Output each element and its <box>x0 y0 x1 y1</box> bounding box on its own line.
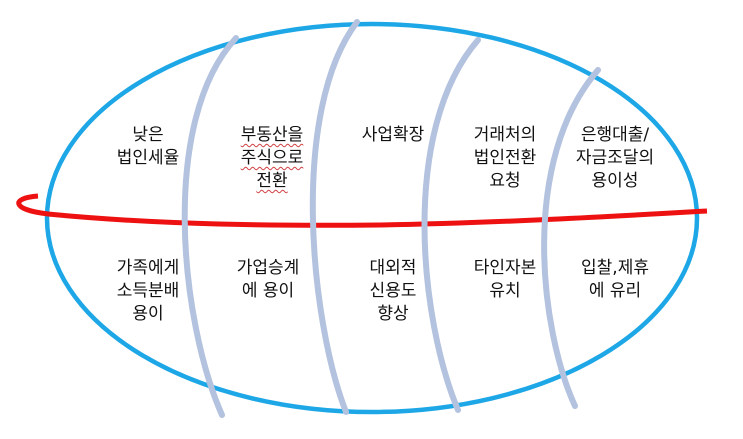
label-business-expansion: 사업확장 <box>361 125 425 145</box>
label-external-credit: 대외적 신용도 향상 <box>369 258 417 324</box>
outer-ellipse <box>44 21 700 415</box>
label-client-request: 거래처의 법인전환 요청 <box>473 125 537 191</box>
ring-arc-4 <box>541 67 601 409</box>
label-bank-loan-ease: 은행대출/ 자금조달의 용이성 <box>575 125 655 191</box>
label-bidding-partnership: 입찰,제휴 에 유리 <box>581 258 649 301</box>
equator-line <box>16 193 708 228</box>
label-family-succession: 가업승계 에 용이 <box>236 258 300 301</box>
label-external-capital: 타인자본 유치 <box>473 258 537 301</box>
label-real-estate-to-stock: 부동산을 주식으로 전환 <box>240 125 304 191</box>
ring-arc-3 <box>421 37 481 413</box>
label-low-corporate-tax: 낮은 법인세율 <box>116 125 180 168</box>
label-family-income-distribution: 가족에게 소득분배 용이 <box>116 258 180 324</box>
ring-arc-2 <box>309 19 360 415</box>
ring-arc-1 <box>181 35 239 418</box>
